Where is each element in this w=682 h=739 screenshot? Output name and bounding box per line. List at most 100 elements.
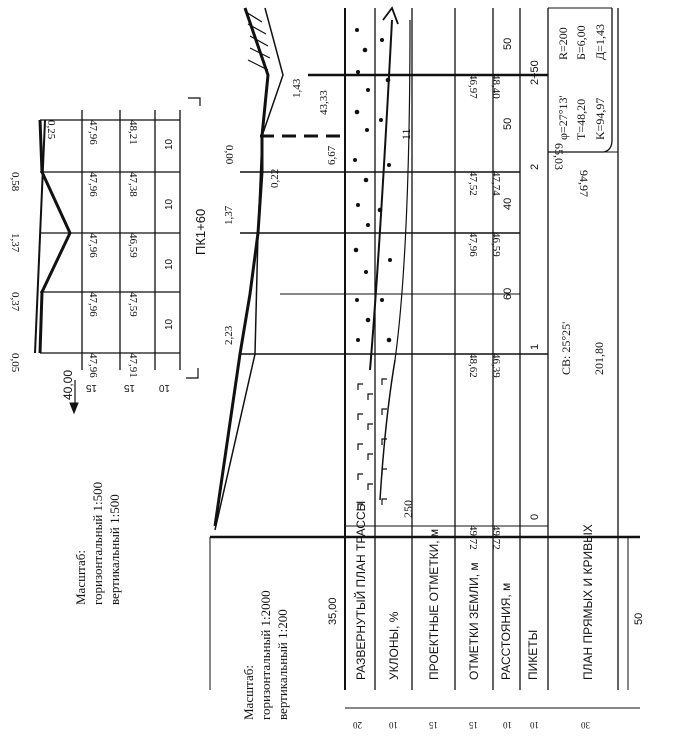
svg-text:1: 1 [529, 344, 541, 350]
ground-line [213, 7, 270, 527]
header-distances: РАССТОЯНИЯ, м [499, 583, 513, 680]
curve-parameters: φ=27°13' R=200 T=48,20 Б=6,00 K=94,97 Д=… [552, 24, 607, 375]
svg-text:0,58: 0,58 [9, 172, 21, 192]
svg-text:15: 15 [469, 720, 479, 730]
cross-section-frame [34, 97, 201, 415]
svg-text:1,37: 1,37 [223, 205, 235, 225]
profile-row-heights: 20 10 15 15 10 10 30 [353, 720, 591, 730]
svg-text:50: 50 [502, 38, 514, 50]
svg-text:46,39: 46,39 [490, 353, 502, 378]
svg-text:СВ: 25°25': СВ: 25°25' [559, 322, 573, 375]
svg-text:0,37: 0,37 [9, 292, 21, 312]
header-pickets: ПИКЕТЫ [526, 630, 540, 680]
svg-text:0,22: 0,22 [269, 169, 281, 188]
svg-text:30: 30 [581, 720, 591, 730]
svg-text:φ=27°13': φ=27°13' [556, 95, 570, 140]
header-ground: ОТМЕТКИ ЗЕМЛИ, м [467, 562, 481, 680]
header-curves: ПЛАН ПРЯМЫХ И КРИВЫХ [581, 524, 595, 680]
cross-section-distances: 10 10 10 10 [164, 138, 175, 330]
distances: 60 40 50 50 [502, 38, 514, 300]
svg-text:1,37: 1,37 [9, 233, 21, 253]
svg-text:47,96: 47,96 [87, 233, 99, 258]
svg-text:0,00: 0,00 [223, 145, 235, 165]
header-slopes: УКЛОНЫ, % [387, 611, 401, 680]
design-line [214, 7, 284, 531]
svg-text:Масштаб:: Масштаб: [241, 665, 256, 720]
header-plan: РАЗВЕРНУТЫЙ ПЛАН ТРАССЫ [353, 501, 368, 680]
slope-250: 250 [401, 500, 415, 518]
profile-lines [213, 6, 411, 531]
total-height: 50 [633, 613, 645, 625]
svg-text:вертикальный 1:500: вертикальный 1:500 [107, 494, 122, 605]
svg-text:2: 2 [529, 164, 541, 170]
svg-text:10: 10 [530, 720, 540, 730]
cross-section-title: ПК1+60 [193, 209, 208, 255]
svg-text:48,40: 48,40 [490, 74, 502, 99]
svg-text:47,96: 47,96 [87, 353, 99, 378]
grass-pattern [357, 378, 387, 510]
cross-section-values: 0,05 47,96 47,91 0,37 47,96 47,59 1,37 4… [9, 120, 139, 378]
svg-text:50: 50 [502, 118, 514, 130]
svg-text:15: 15 [429, 720, 439, 730]
svg-text:T=48,20: T=48,20 [574, 99, 588, 140]
cut-hatch [245, 11, 271, 71]
svg-text:10: 10 [164, 318, 175, 330]
gravel-pattern [353, 28, 392, 343]
svg-text:65,03: 65,03 [552, 143, 566, 170]
svg-text:15: 15 [85, 382, 97, 393]
svg-text:46,59: 46,59 [490, 232, 502, 257]
svg-text:Масштаб:: Масштаб: [73, 550, 88, 605]
svg-text:49,72: 49,72 [490, 525, 502, 550]
longitudinal-profile: РАЗВЕРНУТЫЙ ПЛАН ТРАССЫ УКЛОНЫ, % ПРОЕКТ… [209, 6, 645, 730]
profile-scale: Масштаб: горизонтальный 1:2000 вертикаль… [241, 590, 290, 720]
svg-text:47,96: 47,96 [87, 292, 99, 317]
svg-text:201,80: 201,80 [592, 342, 606, 375]
svg-text:60: 60 [502, 288, 514, 300]
svg-text:10: 10 [164, 198, 175, 210]
svg-text:0,25: 0,25 [45, 120, 57, 140]
svg-text:43,33: 43,33 [318, 90, 330, 115]
svg-text:вертикальный 1:200: вертикальный 1:200 [275, 609, 290, 720]
svg-text:0: 0 [529, 514, 541, 520]
svg-text:47,38: 47,38 [127, 172, 139, 197]
svg-text:48,62: 48,62 [467, 353, 479, 378]
svg-text:20: 20 [353, 720, 363, 730]
svg-text:47,96: 47,96 [87, 172, 99, 197]
svg-text:47,96: 47,96 [467, 232, 479, 257]
svg-text:K=94,97: K=94,97 [593, 98, 607, 140]
svg-text:47,59: 47,59 [127, 292, 139, 317]
svg-text:10: 10 [164, 138, 175, 150]
svg-text:2+50: 2+50 [529, 60, 541, 85]
svg-text:47,52: 47,52 [467, 171, 479, 196]
svg-text:R=200: R=200 [556, 27, 570, 60]
cross-section-datum: 40,00 [61, 370, 75, 400]
svg-text:10: 10 [503, 720, 513, 730]
svg-text:Д=1,43: Д=1,43 [593, 24, 607, 60]
svg-text:10: 10 [389, 720, 399, 730]
svg-text:49,72: 49,72 [467, 525, 479, 550]
svg-text:47,74: 47,74 [490, 171, 502, 196]
svg-text:48,21: 48,21 [127, 120, 139, 145]
datum-value: 35,00 [327, 597, 339, 625]
cut-fill-labels: 2,23 1,37 0,22 0,00 1,43 6,67 43,33 [223, 78, 338, 345]
station-values: 49,72 49,72 48,62 46,39 47,96 46,59 47,5… [467, 74, 502, 550]
svg-text:40: 40 [502, 198, 514, 210]
profile-header-labels: РАЗВЕРНУТЫЙ ПЛАН ТРАССЫ УКЛОНЫ, % ПРОЕКТ… [353, 501, 595, 680]
cross-section-row-heights: 15 15 10 [85, 382, 170, 393]
svg-text:Б=6,00: Б=6,00 [574, 25, 588, 60]
svg-text:47,91: 47,91 [127, 353, 139, 378]
svg-text:46,97: 46,97 [467, 74, 479, 99]
pickets: 0 1 2 2+50 [529, 60, 541, 520]
header-design: ПРОЕКТНЫЕ ОТМЕТКИ, м [427, 529, 441, 680]
svg-text:6,67: 6,67 [326, 145, 338, 165]
svg-text:15: 15 [123, 382, 135, 393]
svg-text:2,23: 2,23 [223, 325, 235, 345]
svg-text:10: 10 [164, 258, 175, 270]
svg-text:46,59: 46,59 [127, 233, 139, 258]
cross-section-scale: Масштаб: горизонтальный 1:500 вертикальн… [73, 482, 122, 605]
svg-text:1,43: 1,43 [291, 78, 303, 98]
cross-section: ПК1+60 40,00 Масштаб: горизонтальный 1:5… [9, 97, 208, 605]
svg-text:10: 10 [158, 382, 170, 393]
